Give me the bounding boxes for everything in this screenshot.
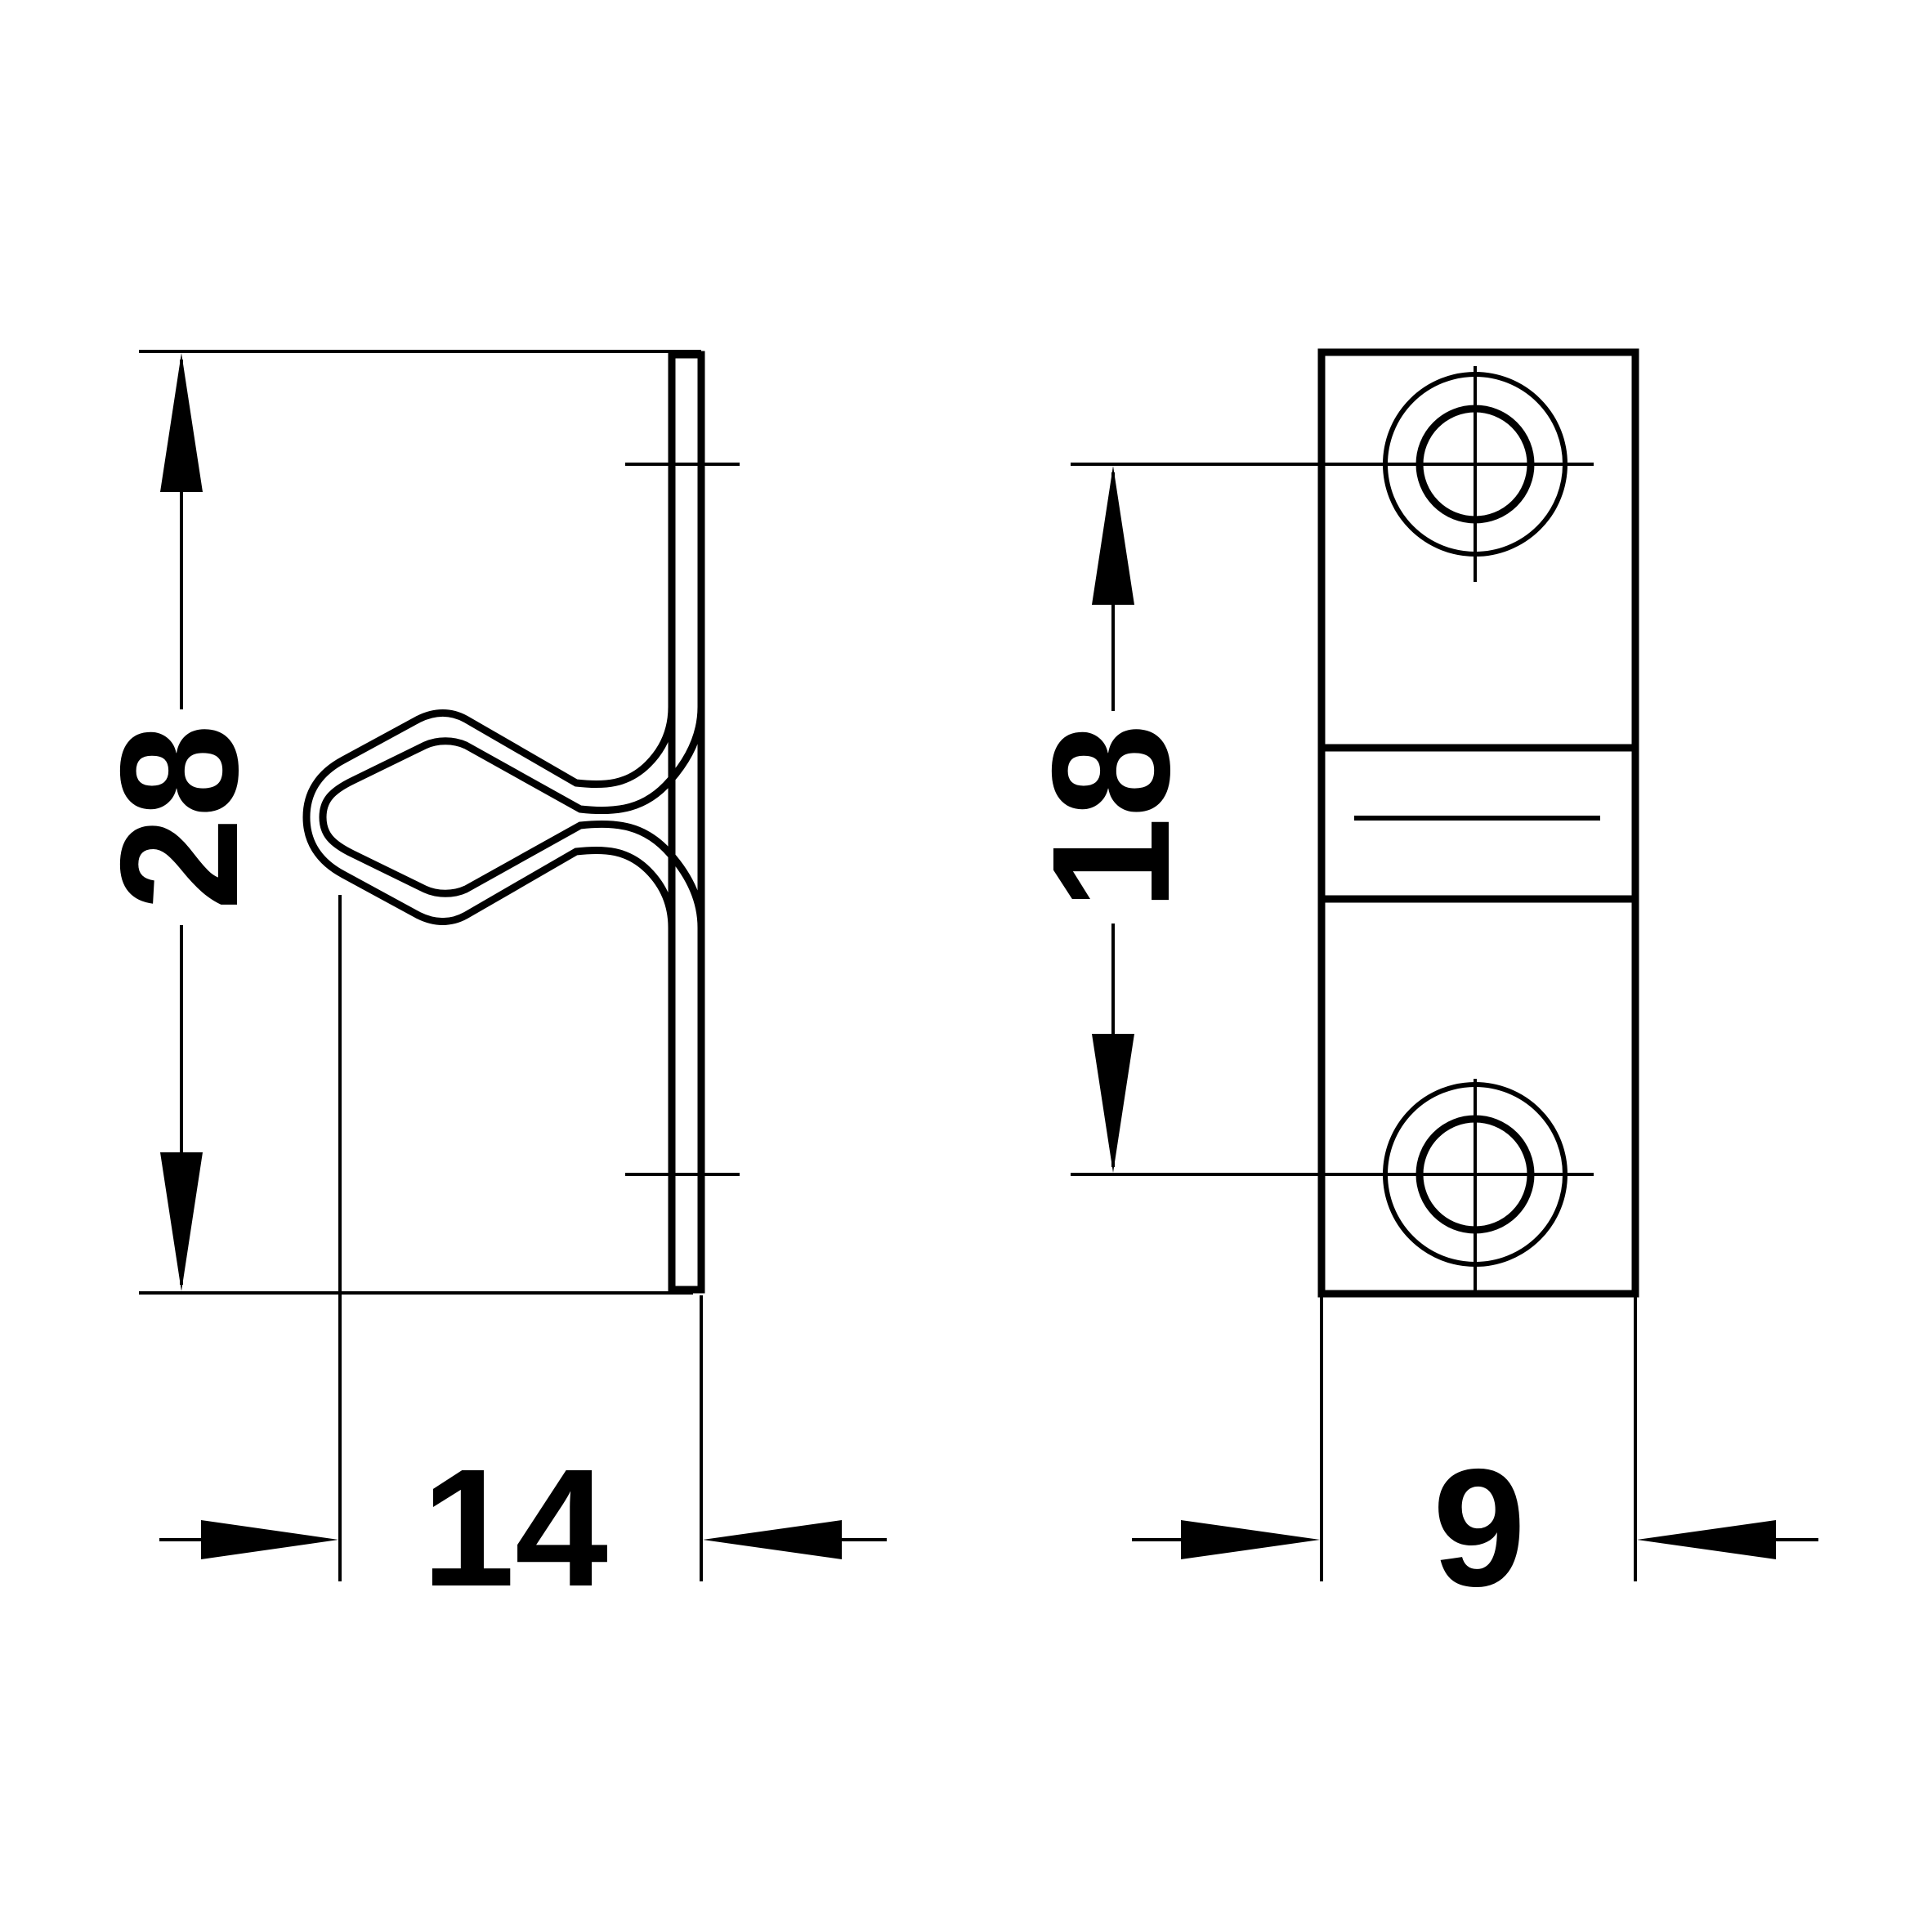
plate-outline-lower bbox=[1317, 895, 1639, 1298]
height-arrow-down bbox=[160, 1152, 203, 1291]
spacing-arrow-down bbox=[1092, 1034, 1134, 1173]
front-view: 18 9 bbox=[1017, 348, 1818, 1621]
width-arrow-right bbox=[703, 1520, 842, 1559]
height-dimension-label: 28 bbox=[86, 724, 273, 910]
spacing-dimension-label: 18 bbox=[1017, 724, 1205, 910]
front-width-arrow-left bbox=[1181, 1520, 1320, 1559]
spacing-arrow-up bbox=[1092, 466, 1134, 605]
side-view: 28 14 bbox=[86, 350, 887, 1621]
screw-hole-top bbox=[1381, 366, 1594, 582]
front-width-dimension-label: 9 bbox=[1433, 1434, 1526, 1621]
front-width-arrow-right bbox=[1637, 1520, 1776, 1559]
width-dimension-label: 14 bbox=[422, 1434, 608, 1621]
clip-spring-inner bbox=[302, 706, 676, 928]
width-arrow-left bbox=[201, 1520, 338, 1559]
clip-mounting-plate bbox=[668, 351, 705, 1294]
screw-hole-bottom bbox=[1381, 1079, 1594, 1295]
spring-band bbox=[1317, 744, 1639, 903]
clip-spring-outer bbox=[319, 706, 705, 928]
height-arrow-up bbox=[160, 353, 203, 492]
